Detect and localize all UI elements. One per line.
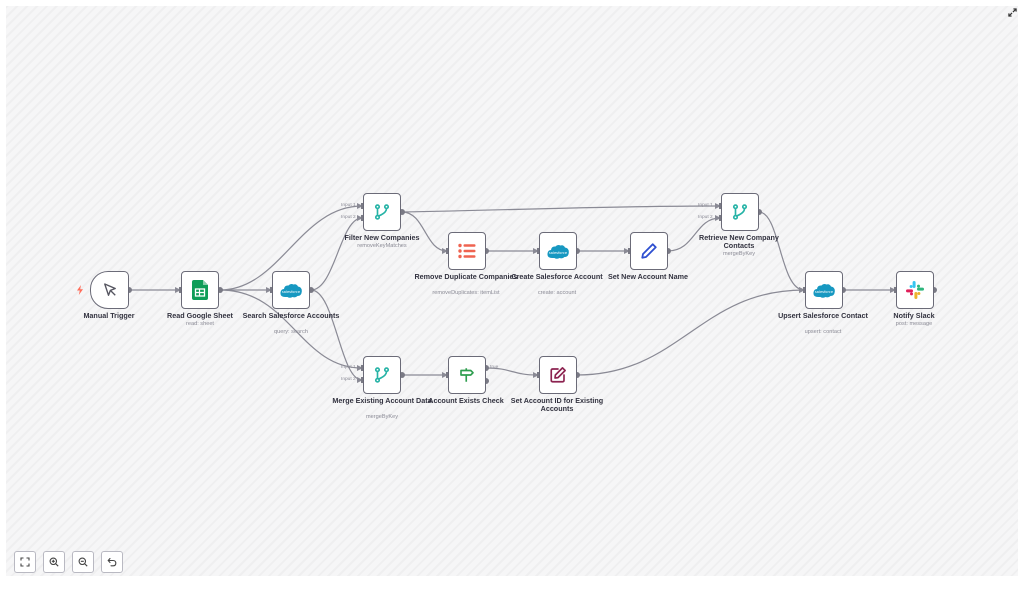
input-label: Input 1 <box>698 203 713 208</box>
input-port <box>719 203 722 209</box>
zoom-out-button[interactable] <box>72 551 94 573</box>
node-title: Account Exists Check <box>428 396 504 405</box>
zoom-in-button[interactable] <box>43 551 65 573</box>
fit-view-button[interactable] <box>14 551 36 573</box>
connection-search-merge <box>310 289 363 383</box>
input-port <box>361 215 364 221</box>
node-manual-trigger[interactable] <box>90 271 129 309</box>
node-search-salesforce[interactable]: salesforce <box>272 271 310 309</box>
node-subtitle: removeKeyMatches <box>357 243 407 249</box>
output-label-true: true <box>490 365 499 370</box>
fullscreen-button[interactable] <box>1006 6 1018 18</box>
svg-text:salesforce: salesforce <box>815 290 834 294</box>
input-port <box>803 287 806 293</box>
salesforce-icon: salesforce <box>813 283 835 298</box>
node-subtitle: mergeByKey <box>365 414 399 420</box>
node-title: Merge Existing Account Data <box>332 396 432 405</box>
node-title: Set New Account Name <box>607 272 688 281</box>
node-title: Filter New Companies <box>344 233 420 242</box>
connection-sheet-merge <box>219 289 363 371</box>
node-title: Notify Slack <box>893 311 935 320</box>
merge-icon <box>732 204 748 220</box>
pen-icon <box>641 243 657 259</box>
expand-icon <box>1007 7 1017 17</box>
signpost-icon <box>460 368 474 382</box>
node-remove-duplicates[interactable] <box>448 232 486 270</box>
node-subtitle: create: account <box>537 290 577 296</box>
node-upsert-salesforce-contact[interactable]: salesforce <box>805 271 843 309</box>
node-read-google-sheet[interactable] <box>181 271 219 309</box>
node-filter-new-companies[interactable] <box>363 193 401 231</box>
node-subtitle: removeDuplicates: itemList <box>432 290 500 296</box>
node-subtitle: mergeByKey <box>722 251 756 257</box>
connection-setname-retrieve <box>667 215 721 252</box>
merge-icon <box>374 204 390 220</box>
node-set-new-account-name[interactable] <box>630 232 668 270</box>
input-port <box>446 248 449 254</box>
trigger-bolt-icon <box>77 285 83 295</box>
zoom-in-icon <box>49 557 59 567</box>
input-port <box>894 287 897 293</box>
undo-icon <box>107 557 117 567</box>
connection-sheet-filter <box>219 203 363 291</box>
input-label: Input 1 <box>341 365 356 370</box>
google-sheets-icon <box>192 280 208 300</box>
node-title: Remove Duplicate Companies <box>414 272 518 281</box>
connection-search-filter <box>310 215 363 291</box>
merge-icon <box>374 367 390 383</box>
slack-icon <box>906 281 924 299</box>
salesforce-icon: salesforce <box>280 283 302 298</box>
zoom-out-icon <box>78 557 88 567</box>
input-port <box>361 377 364 383</box>
svg-text:salesforce: salesforce <box>549 251 568 255</box>
svg-text:salesforce: salesforce <box>282 290 301 294</box>
node-title: Retrieve New Company Contacts <box>699 233 779 251</box>
fit-view-icon <box>20 557 30 567</box>
node-account-exists-check[interactable] <box>448 356 486 394</box>
node-title: Search Salesforce Accounts <box>242 311 340 320</box>
connection-filter-remove <box>401 211 448 254</box>
input-port <box>361 365 364 371</box>
node-notify-slack[interactable] <box>896 271 934 309</box>
list-icon <box>458 243 476 259</box>
connection-filter-retrieve <box>401 203 721 213</box>
input-port <box>361 203 364 209</box>
edit-icon <box>550 367 566 383</box>
node-merge-existing-account[interactable] <box>363 356 401 394</box>
node-set-account-id[interactable] <box>539 356 577 394</box>
input-port <box>719 215 722 221</box>
input-label: Input 2 <box>341 377 356 382</box>
workflow-canvas[interactable] <box>6 6 1018 576</box>
salesforce-icon: salesforce <box>547 244 569 259</box>
node-subtitle: query: search <box>274 329 308 335</box>
node-title: Upsert Salesforce Contact <box>778 311 868 320</box>
node-retrieve-new-contacts[interactable] <box>721 193 759 231</box>
input-port <box>628 248 631 254</box>
node-title: Read Google Sheet <box>167 311 233 320</box>
input-label: Input 2 <box>698 215 713 220</box>
pointer-icon <box>103 283 116 296</box>
input-port <box>446 372 449 378</box>
node-subtitle: post: message <box>895 321 933 327</box>
input-port <box>537 248 540 254</box>
node-subtitle: read: sheet <box>186 321 214 327</box>
node-title: Manual Trigger <box>83 311 135 320</box>
node-title: Create Salesforce Account <box>511 272 603 281</box>
input-port <box>179 287 182 293</box>
node-create-salesforce-account[interactable]: salesforce <box>539 232 577 270</box>
connection-exists-setid <box>485 367 539 378</box>
node-title: Set Account ID for Existing Accounts <box>510 396 604 414</box>
input-label: Input 1 <box>341 203 356 208</box>
reset-zoom-button[interactable] <box>101 551 123 573</box>
connection-retrieve-upsert <box>758 211 805 293</box>
connection-setid-upsert <box>576 287 805 376</box>
input-label: Input 2 <box>341 215 356 220</box>
input-port <box>537 372 540 378</box>
node-subtitle: upsert: contact <box>804 329 842 335</box>
input-port <box>270 287 273 293</box>
